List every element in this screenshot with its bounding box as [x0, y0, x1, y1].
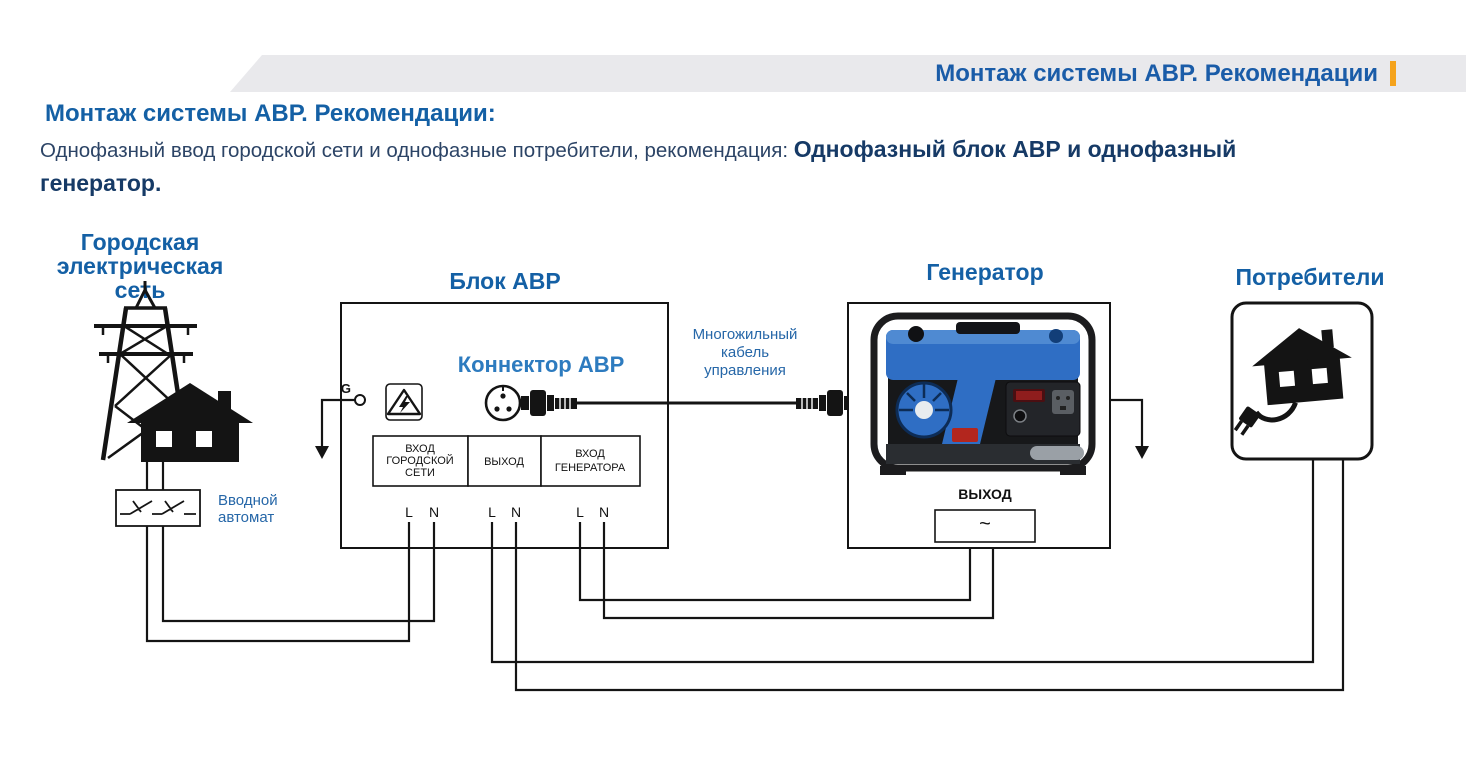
intro-line1-bold: Однофазный блок АВР и однофазный: [793, 136, 1237, 162]
phase-label-l: L: [576, 504, 584, 520]
wiring: [145, 459, 1345, 692]
terminal-city-line1: ВХОД: [405, 443, 435, 455]
terminal-generator-input: [540, 435, 641, 487]
terminal-output: [467, 435, 542, 487]
breaker-symbol: [120, 500, 196, 515]
control-cable-label-line3: управления: [704, 362, 786, 379]
header-accent-bar: [1390, 61, 1396, 86]
terminal-city-line2: ГОРОДСКОЙ: [386, 454, 453, 467]
control-cable-label-line1: Многожильный: [693, 326, 798, 343]
phase-label-n: N: [599, 504, 609, 520]
city-grid-label: Городская электрическая сеть: [57, 229, 224, 303]
intro-line1-regular: Однофазный ввод городской сети и однофаз…: [40, 139, 794, 162]
generator-output-box: ~: [934, 509, 1036, 543]
ground-arrow-left: G: [315, 381, 366, 459]
ground-arrowhead-right: [1135, 446, 1149, 459]
wire-consumers-l: [490, 459, 1315, 664]
phase-label-n: N: [511, 504, 521, 520]
terminal-city-input: [372, 435, 469, 487]
page-title: Монтаж системы АВР. Рекомендации:: [45, 100, 496, 127]
avr-terminals: ВХОД ГОРОДСКОЙ СЕТИ ВЫХОД ВХОД ГЕНЕРАТОР…: [372, 435, 641, 487]
control-cable-plug-left: [521, 390, 577, 416]
ground-label: G: [341, 381, 351, 396]
control-cable-plug-right: [796, 390, 851, 416]
intro-line-2: генератор.: [40, 167, 1236, 201]
avr-connector-icon: [484, 384, 522, 422]
wire-city-n: [161, 522, 436, 623]
breaker-label-line2: автомат: [218, 509, 274, 526]
city-house-icon: [127, 383, 253, 462]
breaker-icon: [115, 489, 201, 527]
consumers-icon: [1230, 301, 1374, 461]
generator-title: Генератор: [926, 259, 1043, 285]
phase-label-n: N: [429, 504, 439, 520]
terminal-output-line1: ВЫХОД: [484, 456, 524, 468]
wire-generator-n: [602, 522, 995, 620]
wire-generator-l: [578, 522, 972, 602]
intro-line-1: Однофазный ввод городской сети и однофаз…: [40, 133, 1236, 167]
header-band-title: Монтаж системы АВР. Рекомендации: [935, 60, 1378, 87]
wire-consumers-n: [514, 459, 1345, 692]
wire-city-l: [145, 522, 411, 643]
generator-illustration: [870, 312, 1096, 475]
ground-arrow-right: [1110, 398, 1149, 459]
phase-label-l: L: [488, 504, 496, 520]
breaker-label-line1: Вводной: [218, 492, 278, 509]
header-band: [230, 55, 1466, 92]
terminal-gen-line2: ГЕНЕРАТОРА: [555, 462, 626, 474]
avr-connector-label: Коннектор АВР: [458, 352, 625, 377]
control-cable-label-line2: кабель: [721, 344, 769, 361]
city-grid-label-line2: электрическая: [57, 253, 224, 279]
wire-city-to-breaker: [145, 461, 165, 490]
ground-arrowhead-left: [315, 446, 329, 459]
phase-labels: L N L N L N: [405, 504, 609, 520]
phase-label-l: L: [405, 504, 413, 520]
intro-paragraph: Однофазный ввод городской сети и однофаз…: [40, 133, 1236, 201]
warning-icon: [385, 383, 423, 421]
terminal-city-line3: СЕТИ: [405, 467, 435, 479]
city-grid-label-line1: Городская: [81, 229, 200, 255]
generator-output-label: ВЫХОД: [958, 486, 1011, 502]
breaker-label: Вводной автомат: [218, 492, 278, 526]
terminal-gen-line1: ВХОД: [575, 448, 605, 460]
avr-title: Блок АВР: [449, 268, 560, 294]
ac-symbol: ~: [979, 513, 991, 535]
consumers-title: Потребители: [1236, 264, 1385, 290]
avr-box: [340, 302, 669, 549]
intro-line2-bold: генератор.: [40, 170, 162, 196]
control-cable-label: Многожильный кабель управления: [693, 326, 798, 379]
power-tower-icon: [94, 281, 197, 461]
